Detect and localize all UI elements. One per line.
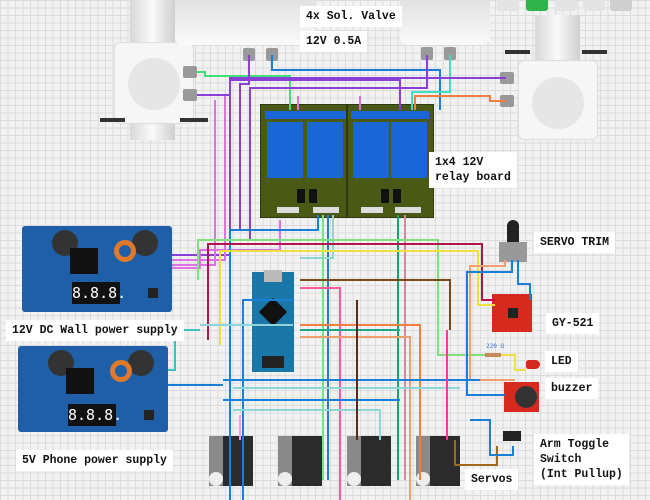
psu-display: 8.8.8. bbox=[68, 404, 123, 426]
toolbar-undo-button[interactable] bbox=[555, 0, 577, 11]
valve-terminal bbox=[183, 66, 197, 78]
arm-switch-label: Arm Toggle Switch (Int Pullup) bbox=[534, 434, 629, 485]
relay-board bbox=[260, 104, 434, 218]
wire bbox=[172, 100, 216, 266]
toolbar-fullscreen-button[interactable] bbox=[610, 0, 632, 11]
wire bbox=[470, 419, 514, 456]
wire bbox=[172, 96, 226, 261]
wire bbox=[207, 243, 495, 340]
toolbar-add-button[interactable] bbox=[526, 0, 548, 11]
valve-terminal bbox=[183, 89, 197, 101]
buzzer-label: buzzer bbox=[545, 378, 599, 399]
resistor bbox=[485, 353, 501, 357]
solenoid-valve-top-left bbox=[175, 0, 315, 45]
power-supply-5v: 8.8.8. bbox=[18, 346, 168, 432]
wire bbox=[271, 55, 441, 110]
wire bbox=[249, 55, 428, 240]
power-supply-12v: 8.8.8. bbox=[22, 226, 172, 312]
valve-terminal bbox=[500, 95, 514, 107]
resistor-label: 220 Ω bbox=[486, 343, 505, 350]
wire bbox=[300, 324, 421, 480]
wire bbox=[168, 329, 200, 371]
toolbar-button[interactable] bbox=[497, 0, 519, 11]
servo-trim-label: SERVO TRIM bbox=[534, 232, 616, 253]
relay-module bbox=[353, 122, 389, 178]
wire bbox=[414, 95, 506, 110]
servo-motor bbox=[347, 436, 392, 490]
toolbar-redo-button[interactable] bbox=[583, 0, 605, 11]
valve-terminal bbox=[266, 48, 278, 61]
wire bbox=[300, 215, 334, 259]
relay-module bbox=[391, 122, 427, 178]
wire bbox=[197, 239, 485, 356]
valve-terminal bbox=[421, 47, 433, 60]
wire bbox=[466, 260, 513, 396]
arduino-nano bbox=[252, 270, 294, 372]
servo-motor bbox=[278, 436, 323, 490]
psu-5v-label: 5V Phone power supply bbox=[16, 450, 173, 471]
servos-label: Servos bbox=[465, 469, 519, 490]
wire bbox=[233, 409, 381, 440]
wire bbox=[501, 354, 526, 371]
psu-display: 8.8.8. bbox=[72, 282, 127, 304]
valve-spec-label: 12V 0.5A bbox=[300, 31, 368, 52]
servo-motor bbox=[209, 436, 254, 490]
solenoid-valve-left bbox=[100, 0, 208, 140]
wire bbox=[300, 336, 411, 500]
relay-module bbox=[267, 122, 303, 178]
wire bbox=[411, 55, 451, 110]
potentiometer bbox=[497, 220, 529, 266]
wire bbox=[300, 279, 451, 330]
buzzer-module bbox=[504, 382, 539, 412]
wire bbox=[229, 215, 319, 500]
valve-title-label: 4x Sol. Valve bbox=[300, 6, 402, 27]
psu-12v-label: 12V DC Wall power supply bbox=[6, 320, 184, 341]
wire bbox=[300, 287, 341, 500]
solenoid-valve-top-right bbox=[400, 0, 490, 45]
led-label: LED bbox=[545, 351, 578, 372]
wire bbox=[239, 55, 250, 230]
wire bbox=[219, 250, 495, 345]
relay-board-label: 1x4 12V relay board bbox=[429, 152, 517, 188]
wire bbox=[517, 260, 531, 300]
gy521-module bbox=[492, 294, 532, 332]
led bbox=[526, 360, 540, 369]
solenoid-valve-right bbox=[500, 15, 650, 140]
gy521-label: GY-521 bbox=[546, 313, 600, 334]
wire bbox=[469, 260, 515, 381]
valve-terminal bbox=[444, 47, 456, 60]
relay-module bbox=[307, 122, 343, 178]
wire bbox=[242, 299, 293, 500]
toggle-switch[interactable] bbox=[503, 431, 521, 441]
valve-terminal bbox=[243, 48, 255, 61]
valve-terminal bbox=[500, 72, 514, 84]
